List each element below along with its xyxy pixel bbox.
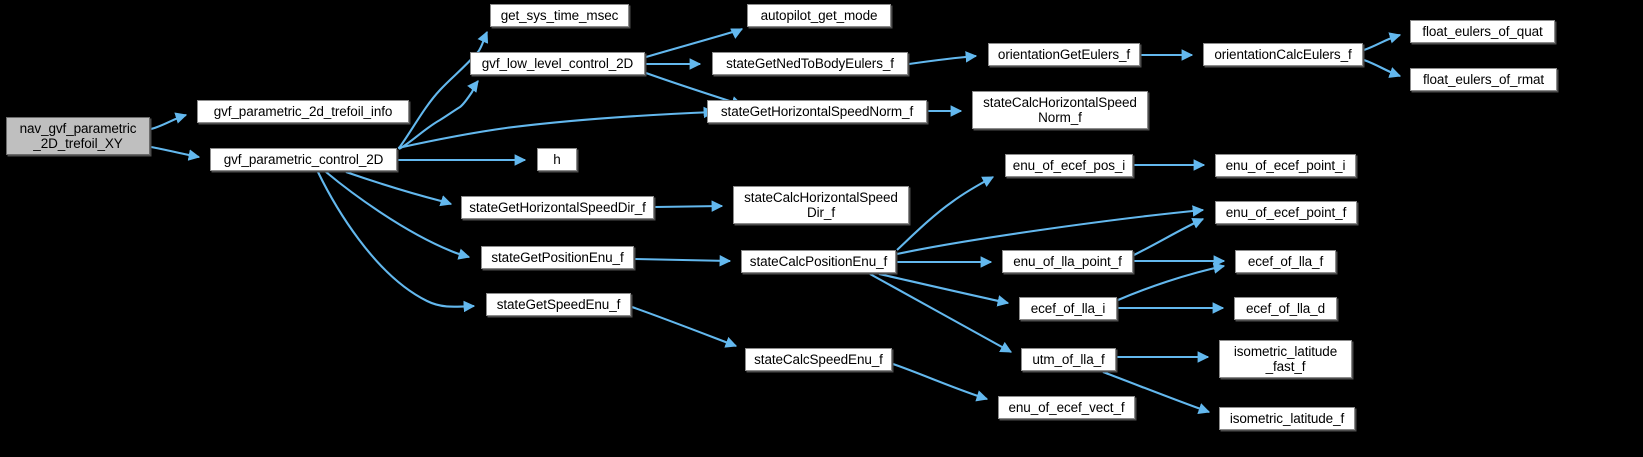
edge-get_position_enu-to-calc_position_enu [634, 255, 732, 267]
graph-node-autopilot_get_mode[interactable]: autopilot_get_mode [747, 4, 891, 27]
graph-node-calc_hspeed_dir[interactable]: stateCalcHorizontalSpeed Dir_f [733, 186, 909, 224]
graph-node-utm_of_lla_f[interactable]: utm_of_lla_f [1021, 348, 1116, 371]
graph-node-trefoil_info[interactable]: gvf_parametric_2d_trefoil_info [197, 100, 409, 123]
edge-calc_position_enu-to-enu_of_ecef_pos_i [896, 176, 995, 251]
graph-node-orientation_get_eulers[interactable]: orientationGetEulers_f [988, 43, 1140, 66]
graph-node-float_eulers_of_rmat[interactable]: float_eulers_of_rmat [1410, 68, 1557, 91]
graph-node-get_ned_to_body_eulers[interactable]: stateGetNedToBodyEulers_f [712, 52, 908, 75]
graph-node-control_2d[interactable]: gvf_parametric_control_2D [210, 148, 397, 171]
edge-ecef_of_lla_i-to-ecef_of_lla_f [1117, 262, 1226, 301]
graph-node-isometric_latitude_fast_f[interactable]: isometric_latitude _fast_f [1219, 340, 1352, 378]
edge-control_2d-to-low_level_control [398, 80, 479, 150]
graph-node-get_position_enu[interactable]: stateGetPositionEnu_f [481, 246, 634, 269]
edge-control_2d-to-get_position_enu [325, 171, 471, 260]
graph-node-ecef_of_lla_d[interactable]: ecef_of_lla_d [1234, 297, 1337, 320]
edge-get_ned_to_body_eulers-to-orientation_get_eulers [908, 51, 978, 66]
edge-control_2d-to-get_sys_time_msec [398, 30, 489, 149]
edge-get_speed_enu-to-calc_speed_enu [631, 306, 738, 348]
edge-calc_position_enu-to-ecef_of_lla_i [878, 272, 1010, 307]
graph-node-h[interactable]: h [537, 148, 577, 171]
graph-node-enu_of_ecef_point_i[interactable]: enu_of_ecef_point_i [1215, 154, 1356, 177]
graph-node-low_level_control[interactable]: gvf_low_level_control_2D [470, 52, 645, 75]
graph-node-get_speed_enu[interactable]: stateGetSpeedEnu_f [486, 293, 631, 316]
graph-node-enu_of_ecef_point_f[interactable]: enu_of_ecef_point_f [1215, 201, 1357, 224]
graph-node-calc_hspeed_norm[interactable]: stateCalcHorizontalSpeed Norm_f [972, 91, 1148, 129]
graph-node-calc_speed_enu[interactable]: stateCalcSpeedEnu_f [745, 348, 892, 371]
edge-get_hspeed_dir-to-calc_hspeed_dir [654, 200, 724, 212]
edge-control_2d-to-get_hspeed_dir [345, 171, 453, 207]
edge-root-to-control_2d [150, 145, 201, 161]
graph-node-root[interactable]: nav_gvf_parametric _2D_trefoil_XY [6, 117, 150, 155]
graph-node-ecef_of_lla_i[interactable]: ecef_of_lla_i [1019, 297, 1117, 320]
edge-orientation_calc_eulers-to-float_eulers_of_rmat [1363, 59, 1402, 78]
edge-orientation_calc_eulers-to-float_eulers_of_quat [1363, 32, 1402, 51]
graph-node-get_sys_time_msec[interactable]: get_sys_time_msec [490, 4, 629, 27]
edge-control_2d-to-get_hspeed_norm [397, 106, 716, 150]
graph-node-enu_of_ecef_pos_i[interactable]: enu_of_ecef_pos_i [1005, 154, 1133, 177]
edge-root-to-trefoil_info [150, 112, 188, 131]
graph-node-get_hspeed_norm[interactable]: stateGetHorizontalSpeedNorm_f [707, 100, 927, 123]
edge-enu_of_lla_point_f-to-enu_of_ecef_point_f [1133, 218, 1205, 256]
graph-node-get_hspeed_dir[interactable]: stateGetHorizontalSpeedDir_f [461, 196, 654, 219]
graph-node-enu_of_lla_point_f[interactable]: enu_of_lla_point_f [1002, 250, 1133, 273]
graph-node-isometric_latitude_f[interactable]: isometric_latitude_f [1219, 407, 1355, 430]
edge-calc_position_enu-to-enu_of_ecef_point_f [896, 205, 1205, 256]
edge-control_2d-to-get_speed_enu [317, 171, 476, 313]
edge-calc_position_enu-to-utm_of_lla_f [869, 273, 1013, 353]
graph-node-float_eulers_of_quat[interactable]: float_eulers_of_quat [1410, 20, 1555, 43]
graph-node-calc_position_enu[interactable]: stateCalcPositionEnu_f [741, 250, 896, 273]
graph-node-orientation_calc_eulers[interactable]: orientationCalcEulers_f [1203, 43, 1363, 66]
edge-calc_speed_enu-to-enu_of_ecef_vect_f [892, 363, 989, 402]
graph-node-enu_of_ecef_vect_f[interactable]: enu_of_ecef_vect_f [998, 396, 1135, 419]
graph-node-ecef_of_lla_f[interactable]: ecef_of_lla_f [1235, 250, 1336, 273]
